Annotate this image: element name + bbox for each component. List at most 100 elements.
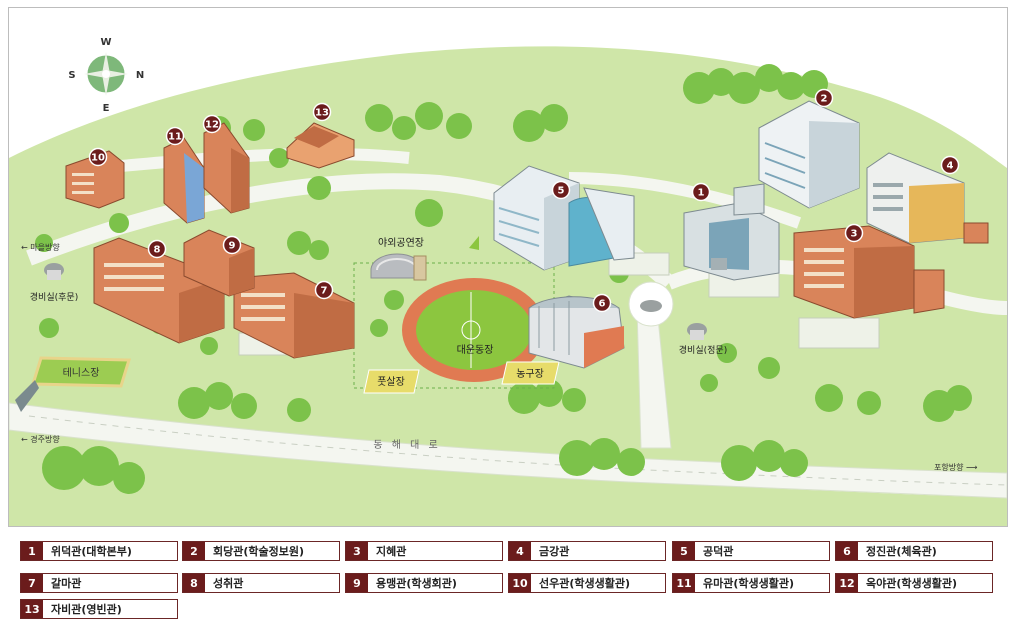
entrance-sign bbox=[15, 380, 39, 412]
legend-number: 6 bbox=[836, 542, 858, 560]
legend-item-1: 1 위덕관(대학본부) bbox=[20, 541, 178, 561]
marker-circle bbox=[312, 102, 332, 122]
main-gate-label: 경비실(정문) bbox=[679, 344, 727, 356]
building-12-okya bbox=[203, 122, 250, 214]
legend-building-name: 유마관(학생생활관) bbox=[703, 577, 795, 590]
legend-building-name: 옥야관(학생생활관) bbox=[866, 577, 958, 590]
legend-number: 4 bbox=[509, 542, 531, 560]
legend-item-10: 10 선우관(학생생활관) bbox=[508, 573, 666, 593]
building-6-jeongjin bbox=[528, 295, 625, 369]
marker-number: 3 bbox=[851, 229, 858, 240]
marker-circle bbox=[165, 126, 185, 146]
marker-circle bbox=[551, 180, 571, 200]
building-3-jihye bbox=[793, 225, 945, 319]
legend-building-name: 금강관 bbox=[539, 545, 570, 558]
basketball-court: 농구장 bbox=[501, 361, 560, 385]
marker-number: 11 bbox=[168, 132, 182, 143]
legend-number: 10 bbox=[509, 574, 531, 592]
legend-item-12: 12 옥야관(학생생활관) bbox=[835, 573, 993, 593]
legend-number: 7 bbox=[21, 574, 43, 592]
legend-building-name: 공덕관 bbox=[703, 545, 734, 558]
tennis-court: 테니스장 bbox=[30, 356, 132, 388]
main-road bbox=[9, 402, 1007, 499]
marker-circle bbox=[88, 147, 108, 167]
marker-1: 1 bbox=[691, 182, 711, 202]
compass-south-label: S bbox=[68, 70, 75, 81]
marker-number: 1 bbox=[698, 188, 705, 199]
marker-13: 13 bbox=[312, 102, 332, 122]
legend-number: 9 bbox=[346, 574, 368, 592]
building-1-wideok bbox=[683, 183, 780, 281]
legend-building-name: 갈마관 bbox=[51, 577, 82, 590]
legend-item-6: 6 정진관(체육관) bbox=[835, 541, 993, 561]
legend-number: 1 bbox=[21, 542, 43, 560]
marker-6: 6 bbox=[592, 293, 612, 313]
compass-east-label: E bbox=[103, 103, 110, 114]
marker-number: 8 bbox=[154, 245, 161, 256]
village-direction-label: ← 마을방향 bbox=[21, 242, 60, 252]
roundabout-statue bbox=[640, 300, 662, 312]
marker-2: 2 bbox=[814, 88, 834, 108]
marker-number: 2 bbox=[821, 94, 828, 105]
legend-building-name: 위덕관(대학본부) bbox=[51, 545, 132, 558]
campus-map: W E S N 테니스장 대운동장 bbox=[8, 7, 1008, 527]
marker-10: 10 bbox=[88, 147, 108, 167]
legend-item-7: 7 갈마관 bbox=[20, 573, 178, 593]
inner-road-north bbox=[98, 147, 410, 174]
legend-item-13: 13 자비관(영빈관) bbox=[20, 599, 178, 619]
legend-building-name: 자비관(영빈관) bbox=[51, 603, 122, 616]
marker-4: 4 bbox=[940, 155, 960, 175]
building-13-jabi bbox=[286, 122, 355, 169]
marker-number: 12 bbox=[205, 120, 219, 131]
entrance-flag bbox=[469, 236, 479, 250]
marker-9: 9 bbox=[222, 235, 242, 255]
road-centerline bbox=[28, 415, 1007, 486]
legend-building-name: 선우관(학생생활관) bbox=[539, 577, 631, 590]
legend-number: 13 bbox=[21, 600, 43, 618]
pohang-direction-label: 포항방향 ⟶ bbox=[934, 462, 978, 472]
stadium: 대운동장 bbox=[353, 262, 555, 389]
marker-circle bbox=[814, 88, 834, 108]
marker-8: 8 bbox=[147, 239, 167, 259]
legend-building-name: 성취관 bbox=[213, 577, 244, 590]
legend-number: 3 bbox=[346, 542, 368, 560]
compass-north-label: N bbox=[136, 70, 144, 81]
legend-number: 8 bbox=[183, 574, 205, 592]
back-gate-label: 경비실(후문) bbox=[30, 291, 78, 303]
marker-number: 9 bbox=[229, 241, 236, 252]
marker-number: 6 bbox=[599, 299, 606, 310]
marker-12: 12 bbox=[202, 114, 222, 134]
futsal-label: 풋살장 bbox=[377, 376, 405, 388]
amphitheater: 야외공연장 bbox=[370, 237, 427, 281]
building-8-seongchwi bbox=[93, 237, 225, 344]
marker-number: 4 bbox=[947, 161, 954, 172]
futsal-court: 풋살장 bbox=[363, 369, 420, 394]
marker-5: 5 bbox=[551, 180, 571, 200]
marker-3: 3 bbox=[844, 223, 864, 243]
marker-circle bbox=[314, 280, 334, 300]
playing-field bbox=[416, 290, 532, 370]
legend-number: 12 bbox=[836, 574, 858, 592]
main-gate-house: 경비실(정문) bbox=[679, 323, 727, 356]
back-gate-house: 경비실(후문) bbox=[30, 263, 78, 303]
marker-circle bbox=[844, 223, 864, 243]
building-10-seonu bbox=[65, 150, 125, 209]
legend-building-name: 용맹관(학생회관) bbox=[376, 577, 457, 590]
legend-building-name: 정진관(체육관) bbox=[866, 545, 937, 558]
legend-number: 2 bbox=[183, 542, 205, 560]
compass: W E S N bbox=[68, 37, 144, 114]
legend-item-9: 9 용맹관(학생회관) bbox=[345, 573, 503, 593]
building-2-hoedang bbox=[758, 100, 860, 209]
legend-item-11: 11 유마관(학생생활관) bbox=[672, 573, 830, 593]
compass-west-label: W bbox=[100, 37, 111, 48]
building-4-geumgang bbox=[866, 152, 989, 244]
marker-circle bbox=[222, 235, 242, 255]
legend-item-4: 4 금강관 bbox=[508, 541, 666, 561]
legend-number: 11 bbox=[673, 574, 695, 592]
marker-number: 10 bbox=[91, 153, 105, 164]
road-name-label: 동 해 대 로 bbox=[373, 438, 440, 451]
